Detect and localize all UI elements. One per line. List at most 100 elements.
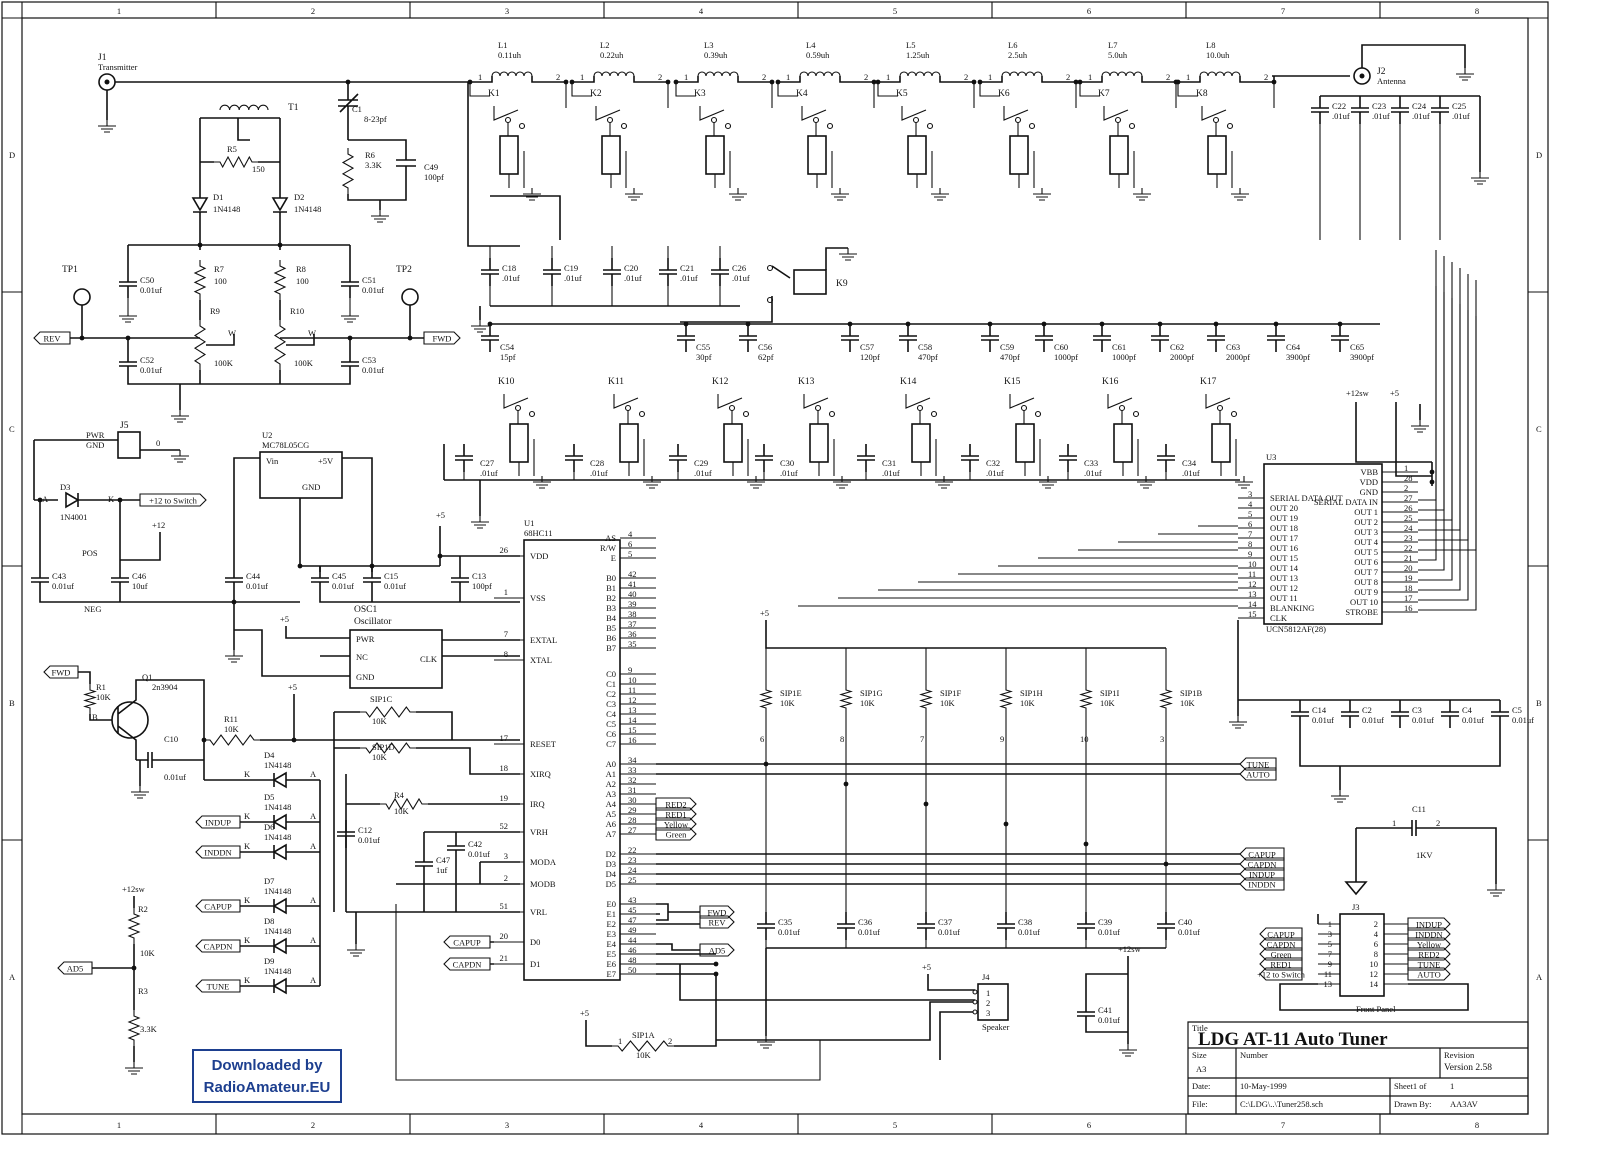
- zone-col-top: 7: [1281, 6, 1285, 16]
- capacitor: [669, 444, 687, 472]
- svg-text:Number: Number: [1240, 1050, 1268, 1060]
- tag-outline: [195, 979, 241, 993]
- ground-symbol: [930, 187, 950, 201]
- sip-value: 10K: [1180, 698, 1196, 708]
- signal-label-tune: TUNE: [195, 979, 241, 993]
- wire: [139, 759, 204, 786]
- relay-contact: [528, 410, 536, 418]
- u1-pin-num-right: 24: [628, 865, 637, 875]
- wire: [585, 1020, 612, 1047]
- u3-pin-name-left: BLANKING: [1270, 603, 1314, 613]
- ground-symbol: [124, 1061, 144, 1075]
- u3-pin-num-right: 22: [1404, 543, 1413, 553]
- relay-k4: K4: [796, 89, 850, 201]
- relay-ref: K15: [1004, 377, 1021, 387]
- resistor: [193, 260, 207, 300]
- cap-ref: C56: [758, 342, 772, 352]
- reset-p5: +5: [288, 682, 297, 692]
- capacitor: [565, 444, 583, 472]
- capacitor: [1157, 444, 1175, 472]
- cap-ref: C45: [332, 571, 346, 581]
- diode-body: [272, 937, 287, 955]
- u2-ref: U2: [262, 430, 272, 440]
- relay-contact: [728, 404, 736, 412]
- u1-pin-name-right: B3: [606, 603, 616, 613]
- r1-value: 10K: [96, 692, 112, 702]
- u3-pin-num-left: 3: [1248, 489, 1252, 499]
- u1-pin-name-right: C4: [606, 709, 617, 719]
- inductor-ref: L4: [806, 40, 816, 50]
- signal-label-capup: CAPUP: [195, 899, 241, 913]
- relay-k7: K7: [1098, 89, 1152, 201]
- svg-text:Size: Size: [1192, 1050, 1207, 1060]
- u1-part: 68HC11: [524, 528, 553, 538]
- wire: [447, 834, 465, 862]
- wire: [490, 941, 494, 965]
- diode-ref: D7: [264, 876, 274, 886]
- u3-pin-num-left: 14: [1248, 599, 1257, 609]
- ground-symbol: [1230, 187, 1250, 201]
- cap-ref: C19: [564, 263, 578, 273]
- tag-text: CAPUP: [1267, 930, 1295, 940]
- tag-outline: [57, 961, 93, 975]
- u1-pin-name-right: D3: [606, 859, 616, 869]
- diode-ref: D5: [264, 792, 274, 802]
- tag-text: +12 to Switch: [1257, 970, 1306, 980]
- bypass-ref: C31: [882, 458, 896, 468]
- wire: [199, 160, 281, 198]
- u1-pin-num-left: 1: [504, 587, 508, 597]
- u1-pin-name-left: D1: [530, 959, 540, 969]
- relay-wire: [901, 106, 933, 188]
- wire: [1237, 620, 1500, 716]
- j3-pin-right: 12: [1370, 969, 1379, 979]
- cap-ref: C38: [1018, 917, 1032, 927]
- ground-symbol: [118, 309, 138, 323]
- wire: [656, 903, 700, 951]
- diode-value: 1N4148: [264, 886, 291, 896]
- u3-pin-name-right: SERIAL DATA IN: [1314, 497, 1378, 507]
- u3-pin-num-right: 28: [1404, 473, 1413, 483]
- tag-outline: [195, 845, 241, 859]
- relay-contact: [1020, 404, 1028, 412]
- wire: [878, 76, 974, 83]
- cap-value: .01uf: [624, 273, 642, 283]
- ground-symbol: [1330, 789, 1350, 803]
- inductor-coil: [491, 71, 533, 77]
- tag-text: RED1: [1270, 960, 1291, 970]
- wire: [31, 566, 49, 594]
- u1-pin-name-left: XTAL: [530, 655, 552, 665]
- wire: [1080, 76, 1176, 83]
- osc-nc: NC: [356, 652, 368, 662]
- p5-label: +5: [436, 510, 445, 520]
- relay-ref: K11: [608, 377, 624, 387]
- tag-text: AD5: [67, 964, 84, 974]
- wire: [1059, 444, 1077, 472]
- cathode: K: [244, 811, 251, 821]
- cap-value: 1uf: [436, 865, 448, 875]
- u3-pin-name-left: CLK: [1270, 613, 1288, 623]
- u3-pin-name-right: GND: [1360, 487, 1378, 497]
- inductor-value: 0.59uh: [806, 50, 830, 60]
- tag-text: INDDN: [1248, 880, 1275, 890]
- wire: [980, 76, 1076, 83]
- test-point-tp1: [73, 288, 91, 306]
- relay-contact: [724, 122, 732, 130]
- wire: [39, 499, 140, 566]
- relay-contact: [912, 116, 920, 124]
- inductor-ref: L3: [704, 40, 713, 50]
- relay-wire: [1009, 394, 1041, 476]
- wire: [917, 912, 935, 940]
- tag-text: CAPUP: [453, 938, 481, 948]
- relay-coil: [509, 423, 529, 463]
- q1-value: 2n3904: [152, 682, 178, 692]
- tag-outline: [1259, 937, 1303, 951]
- relay-wire: [1205, 394, 1237, 476]
- relay-contact: [766, 296, 774, 304]
